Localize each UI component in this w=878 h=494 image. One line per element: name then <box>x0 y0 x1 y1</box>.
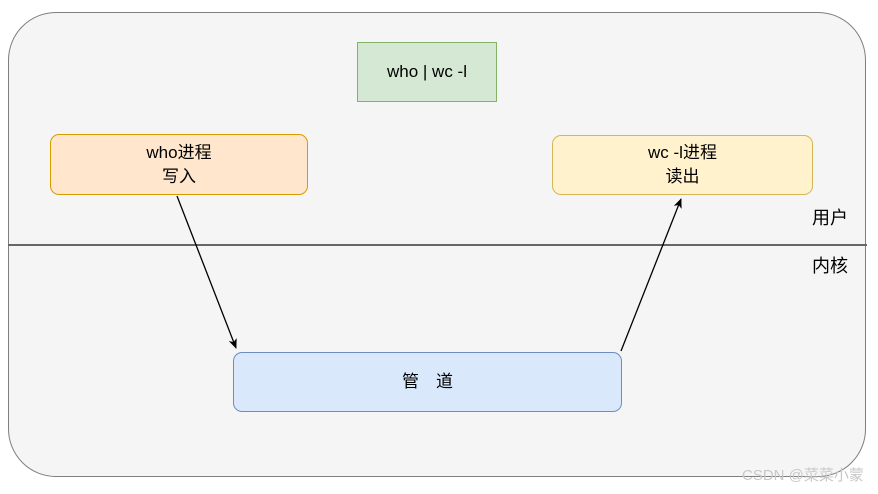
command-box-label: who | wc -l <box>387 62 467 81</box>
watermark: CSDN @菜菜小蒙 <box>742 467 864 484</box>
pipe-box-label: 管 道 <box>402 372 453 391</box>
reader-process-name: wc -l进程 <box>648 143 717 162</box>
reader-process-action: 读出 <box>665 167 700 186</box>
pipe-box: 管 道 <box>233 352 622 412</box>
writer-process-box: who进程 写入 <box>50 134 308 195</box>
reader-process-box: wc -l进程 读出 <box>552 135 813 195</box>
user-kernel-divider <box>8 244 867 246</box>
kernel-space-label: 内核 <box>812 256 848 276</box>
writer-process-name: who进程 <box>146 142 212 162</box>
command-box: who | wc -l <box>357 42 497 102</box>
writer-process-action: 写入 <box>162 166 196 186</box>
user-space-label: 用户 <box>812 208 848 228</box>
